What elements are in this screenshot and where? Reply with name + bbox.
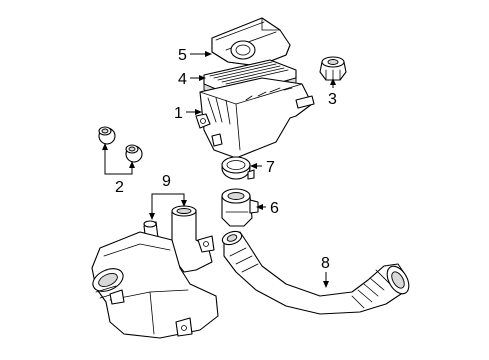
mass-air-flow-sensor-part — [221, 188, 259, 227]
air-cleaner-cover-part — [211, 17, 291, 67]
callout-9: 9 — [162, 173, 171, 190]
callout-leaders — [102, 51, 336, 288]
mounting-grommet-right-part — [125, 144, 143, 163]
callout-7: 7 — [266, 159, 275, 176]
callout-2: 2 — [115, 179, 124, 196]
callout-5: 5 — [178, 47, 187, 64]
callout-8: 8 — [321, 255, 330, 272]
air-cleaner-body-part — [195, 77, 315, 159]
callout-6: 6 — [270, 200, 279, 217]
callout-1: 1 — [174, 105, 183, 122]
grommet-part — [319, 56, 347, 81]
intake-duct-resonator-part — [91, 205, 219, 339]
hose-clamp-part — [221, 156, 255, 180]
mounting-grommet-left-part — [98, 126, 116, 145]
callout-3: 3 — [328, 91, 337, 108]
callout-4: 4 — [178, 71, 187, 88]
intake-hose-part — [221, 230, 410, 315]
